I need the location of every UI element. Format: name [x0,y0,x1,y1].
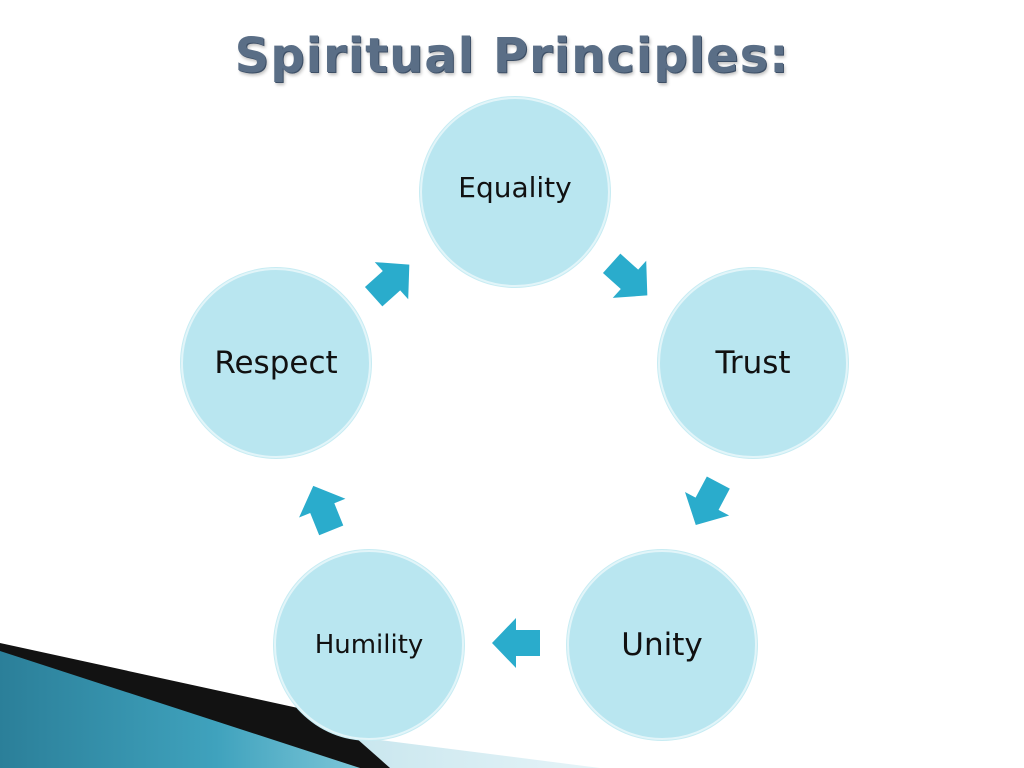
node-unity-label: Unity [621,627,703,663]
node-trust-label: Trust [715,345,791,381]
node-equality-label: Equality [458,170,572,204]
arrow-trust-to-unity [684,476,730,525]
page-title: Spiritual Principles: [234,28,790,84]
arrow-equality-to-trust [602,253,648,298]
arrow-respect-to-equality [364,262,410,307]
node-respect: Respect [181,268,371,458]
node-trust: Trust [658,268,848,458]
arrow-unity-to-humility [492,618,540,668]
arrow-humility-to-respect [299,485,346,536]
node-humility: Humility [274,550,464,740]
node-unity: Unity [567,550,757,740]
node-equality: Equality [420,97,610,287]
node-respect-label: Respect [214,345,338,381]
node-humility-label: Humility [314,630,424,660]
